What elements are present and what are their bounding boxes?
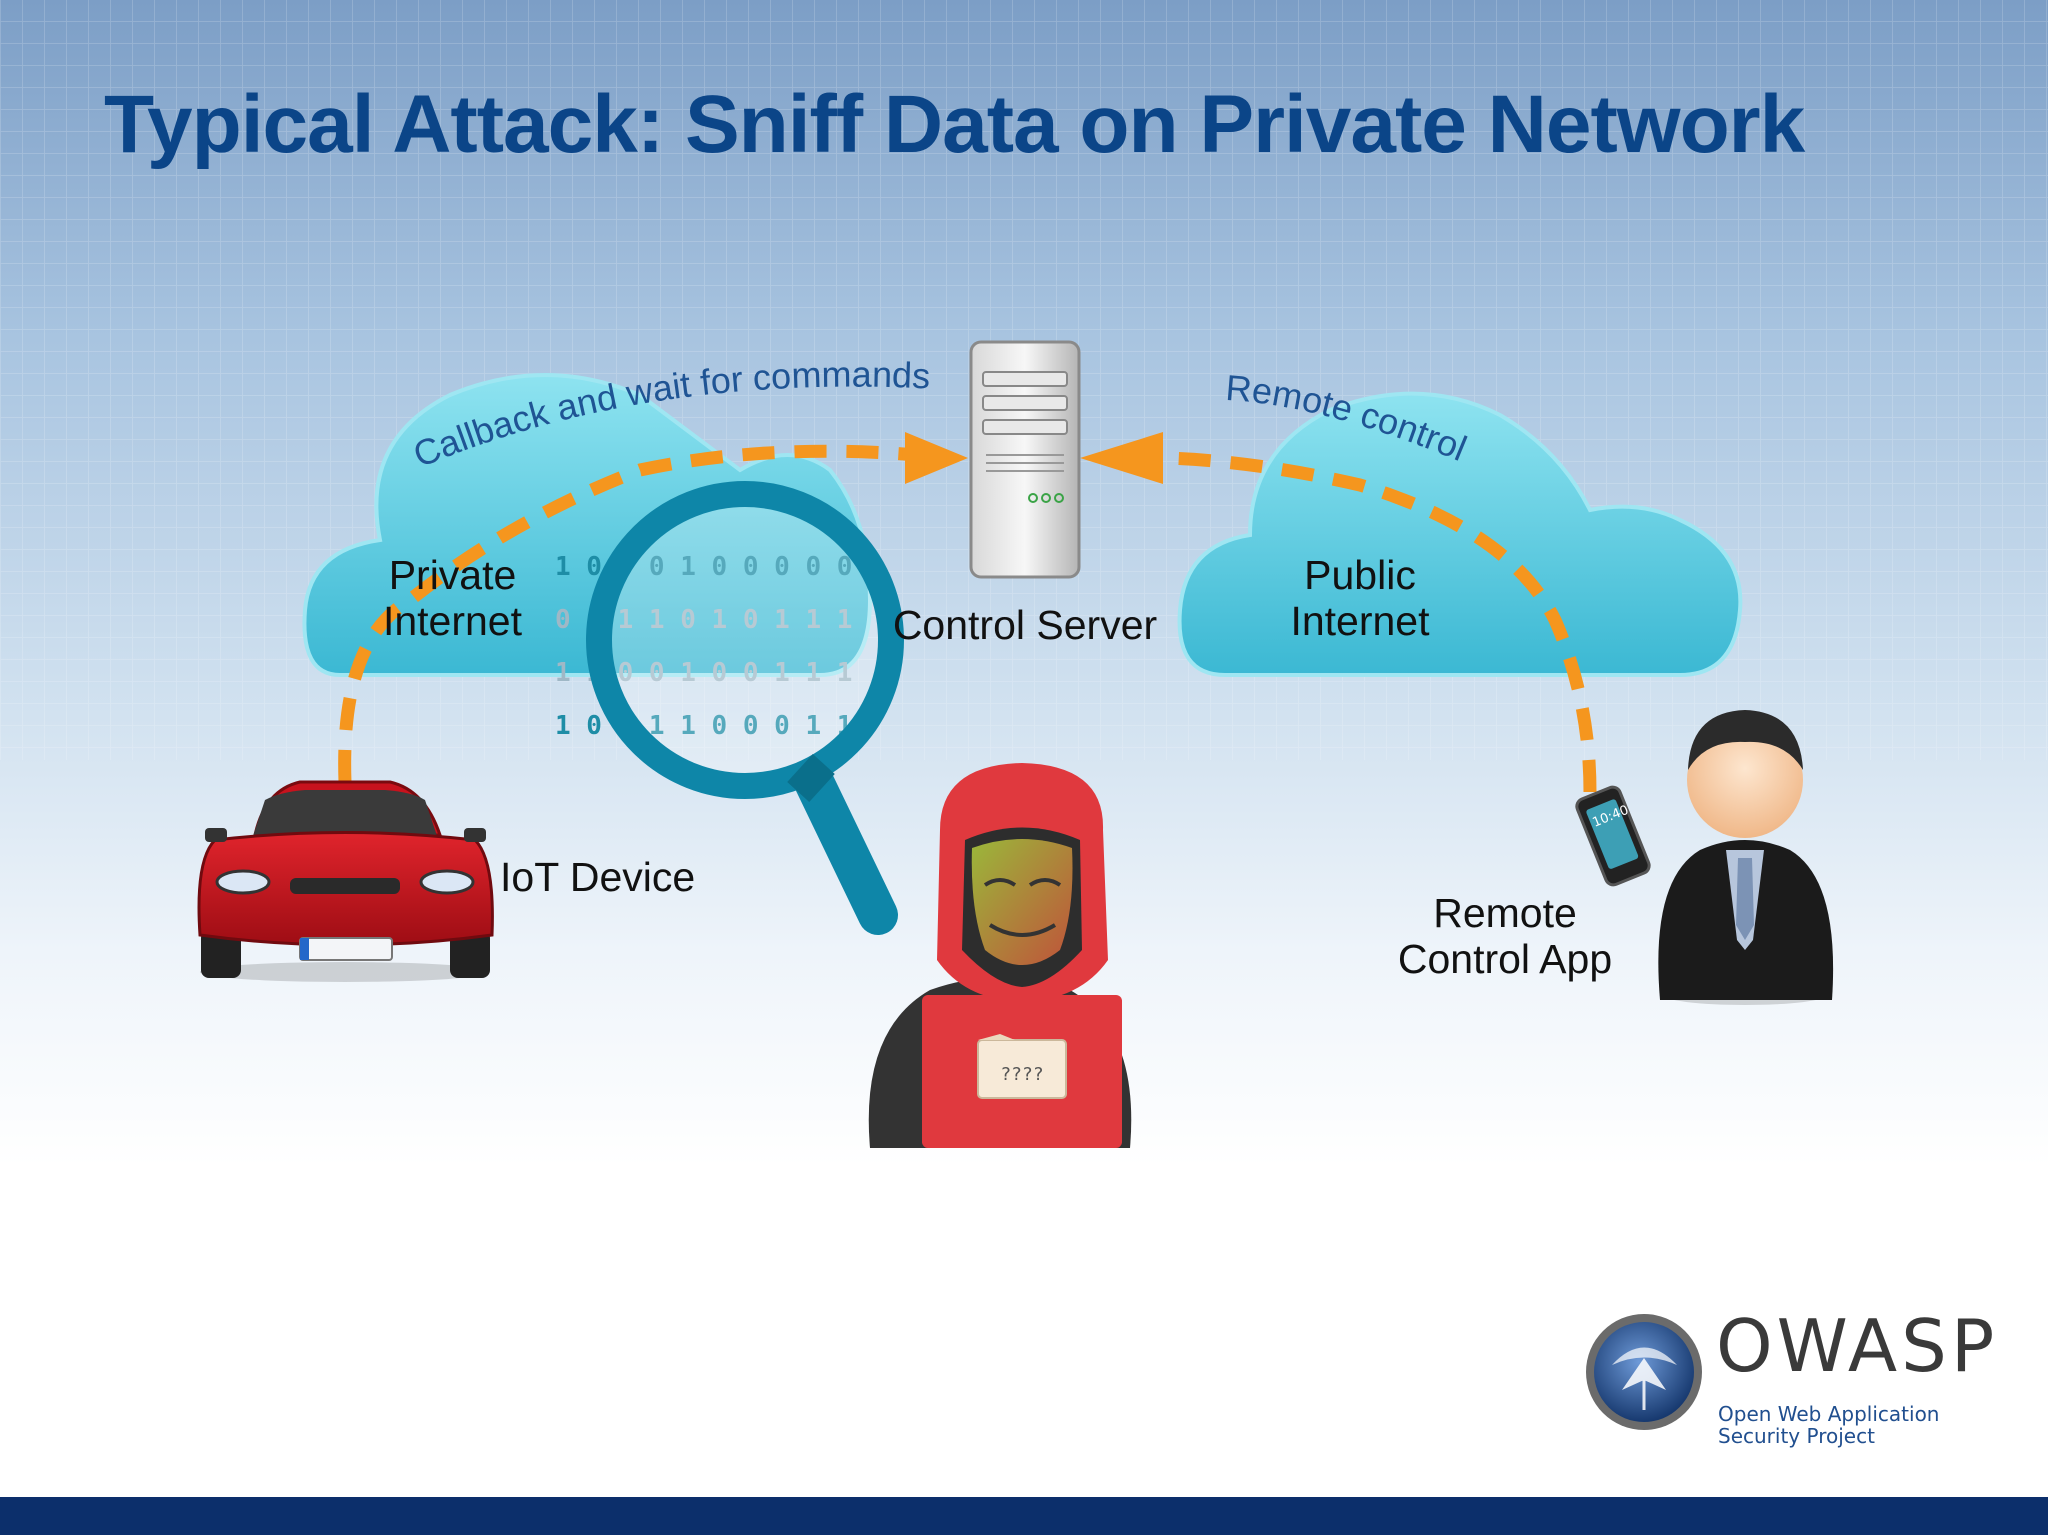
control-server <box>969 340 1081 579</box>
label-line: Private <box>388 552 517 598</box>
businessman-icon: 10:40 <box>1575 710 1834 1005</box>
label-line: Internet <box>382 598 523 644</box>
footer-bar <box>0 1497 2048 1535</box>
hacker-icon: ???? <box>868 763 1132 1148</box>
slide-title: Typical Attack: Sniff Data on Private Ne… <box>104 79 1805 170</box>
label-line: Public <box>1304 552 1416 598</box>
public-internet-label: Public Internet <box>1255 552 1465 644</box>
remote-control-dashed-arrow <box>1124 451 1597 793</box>
folder-label: ???? <box>1000 1064 1043 1085</box>
callback-dashed-arrow <box>338 444 951 783</box>
public-internet-cloud <box>1177 391 1743 677</box>
private-internet-label: Private Internet <box>350 552 555 644</box>
owasp-wasp-globe-icon <box>1586 1314 1702 1430</box>
callback-arrowhead <box>905 432 968 484</box>
magnifying-glass-icon <box>586 481 904 935</box>
owasp-subtitle-1: Open Web Application <box>1718 1402 1940 1426</box>
iot-device-label: IoT Device <box>500 854 696 900</box>
label-line: Remote <box>1433 890 1577 936</box>
remote-control-app-label: Remote Control App <box>1380 890 1630 982</box>
car-icon <box>197 780 494 982</box>
remote-control-arrowhead <box>1080 432 1163 484</box>
binary-row: 1 0 0 1 1 0 0 0 1 1 <box>555 711 852 741</box>
owasp-wordmark: OWASP <box>1716 1304 1999 1388</box>
label-line: Control App <box>1397 936 1613 982</box>
owasp-logo: OWASP Open Web Application Security Proj… <box>1582 1304 1994 1460</box>
label-line: Internet <box>1290 598 1430 644</box>
owasp-subtitle-2: Security Project <box>1718 1424 1875 1448</box>
control-server-label: Control Server <box>892 602 1158 648</box>
